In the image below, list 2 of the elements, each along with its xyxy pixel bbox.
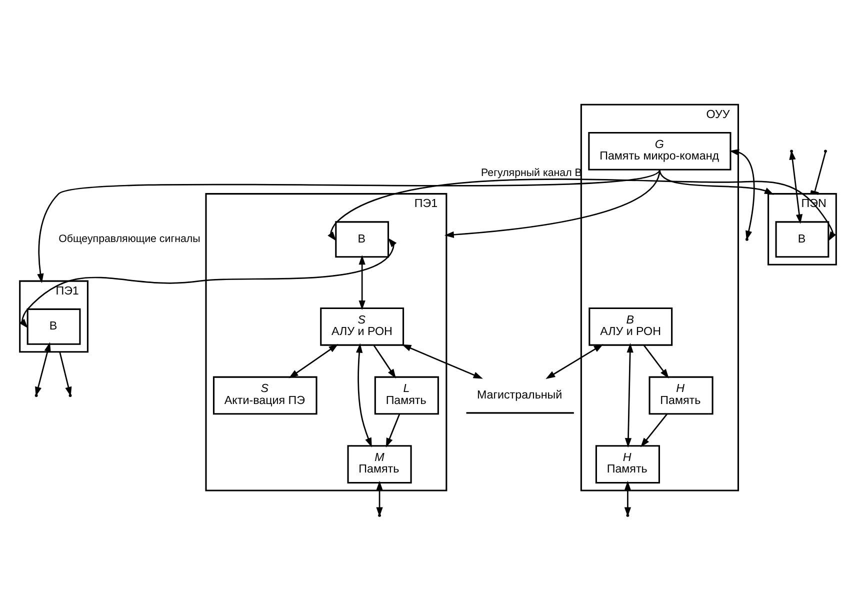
- edge-label: Общеуправляющие сигналы: [58, 233, 200, 246]
- node-text: Магистральный: [476, 388, 562, 402]
